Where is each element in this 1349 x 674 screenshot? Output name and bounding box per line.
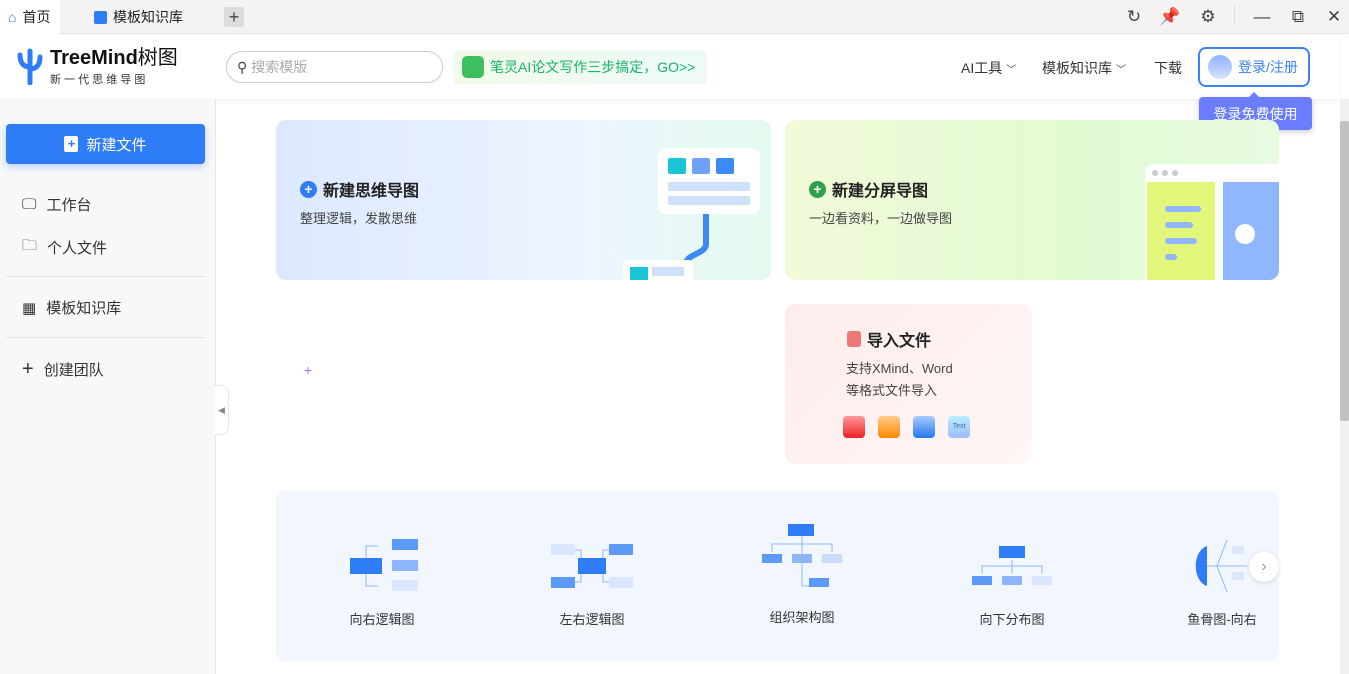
avatar	[1208, 55, 1232, 79]
downward-distribution-icon	[972, 546, 1052, 585]
minimize-icon[interactable]: —	[1253, 7, 1271, 26]
search-input[interactable]: ⚲ 搜索模版	[226, 51, 443, 83]
import-icon	[847, 331, 861, 347]
chevron-down-icon: ﹀	[1116, 64, 1126, 76]
refresh-icon[interactable]: ↻	[1126, 7, 1142, 26]
login-button[interactable]: 登录/注册	[1198, 47, 1310, 87]
gear-icon[interactable]: ⚙	[1200, 7, 1216, 26]
template-left-right-logic[interactable]: 左右逻辑图	[522, 536, 662, 628]
template-downward-distribution[interactable]: 向下分布图	[942, 536, 1082, 628]
new-tab-button[interactable]: +	[224, 7, 244, 27]
tab-template-library[interactable]: 模板知识库	[86, 0, 183, 34]
nav-ai-tools[interactable]: AI工具﹀	[961, 60, 1017, 76]
carousel-next-button[interactable]: ›	[1249, 552, 1279, 582]
promo-banner[interactable]: 笔灵AI论文写作三步搞定，GO>>	[454, 50, 707, 84]
add-file-icon: +	[64, 136, 79, 152]
collapse-sidebar-handle[interactable]: ◀	[215, 385, 229, 435]
right-logic-diagram-icon	[350, 539, 418, 591]
sidebar-item-create-team[interactable]: +创建团队	[22, 358, 104, 380]
grid-icon: ▦	[22, 299, 37, 317]
folder-icon: 🗀	[22, 237, 38, 254]
mindmap-illustration	[623, 148, 760, 280]
divider	[6, 276, 205, 277]
plus-icon: +	[22, 358, 34, 380]
restore-icon[interactable]: ⧉	[1291, 7, 1305, 26]
sidebar-item-template-library[interactable]: ▦模板知识库	[22, 299, 122, 318]
template-icon	[94, 10, 107, 24]
nav-template-library[interactable]: 模板知识库﹀	[1042, 60, 1126, 76]
close-icon[interactable]: ✕	[1326, 7, 1342, 26]
title-bar	[0, 0, 1349, 34]
nav-download[interactable]: 下载	[1154, 60, 1182, 76]
tree-logo-icon	[17, 48, 43, 85]
quill-icon	[462, 56, 484, 78]
pin-icon[interactable]: 📌	[1159, 7, 1181, 26]
scrollbar-thumb[interactable]	[1340, 121, 1349, 421]
sidebar-item-personal-files[interactable]: 🗀个人文件	[22, 235, 107, 260]
fishbone-diagram-icon	[1195, 539, 1247, 593]
chevron-down-icon: ﹀	[1006, 64, 1017, 76]
word-file-icon	[913, 416, 935, 438]
sidebar	[0, 99, 216, 674]
plus-circle-icon: +	[300, 180, 317, 198]
search-icon: ⚲	[237, 58, 248, 75]
org-chart-icon	[762, 524, 842, 587]
template-right-logic[interactable]: 向右逻辑图	[312, 536, 452, 628]
tab-home[interactable]: ⌂ 首页	[0, 0, 60, 34]
import-file-card[interactable]: 导入文件 支持XMind、Word 等格式文件导入 Text	[785, 304, 1032, 464]
text-file-icon: Text	[948, 416, 970, 438]
split-screen-illustration	[1145, 164, 1279, 280]
divider	[6, 337, 205, 338]
template-fishbone-right[interactable]: 鱼骨图-向右	[1152, 536, 1292, 628]
new-mindmap-card[interactable]: +新建思维导图 整理逻辑，发散思维	[276, 120, 771, 280]
left-right-logic-diagram-icon	[551, 544, 633, 588]
new-split-map-card[interactable]: +新建分屏导图 一边看资料，一边做导图	[785, 120, 1279, 280]
new-file-button[interactable]: + 新建文件	[6, 124, 205, 164]
home-icon: ⌂	[8, 9, 17, 25]
sidebar-item-workbench[interactable]: 🖵工作台	[22, 196, 92, 214]
mindmanager-file-icon	[878, 416, 900, 438]
logo[interactable]: TreeMind树图 新 一 代 思 维 导 图	[16, 47, 178, 87]
monitor-icon: 🖵	[22, 196, 37, 213]
xmind-file-icon	[843, 416, 865, 438]
template-carousel: 向右逻辑图 左右逻辑图 组织架构图 向下分布图 鱼骨图-向右 ›	[276, 491, 1279, 661]
plus-circle-icon: +	[809, 180, 826, 198]
template-org-chart[interactable]: 组织架构图	[732, 524, 872, 626]
plus-icon: +	[304, 362, 313, 378]
divider	[1234, 5, 1235, 25]
scrollbar[interactable]	[1340, 99, 1349, 674]
